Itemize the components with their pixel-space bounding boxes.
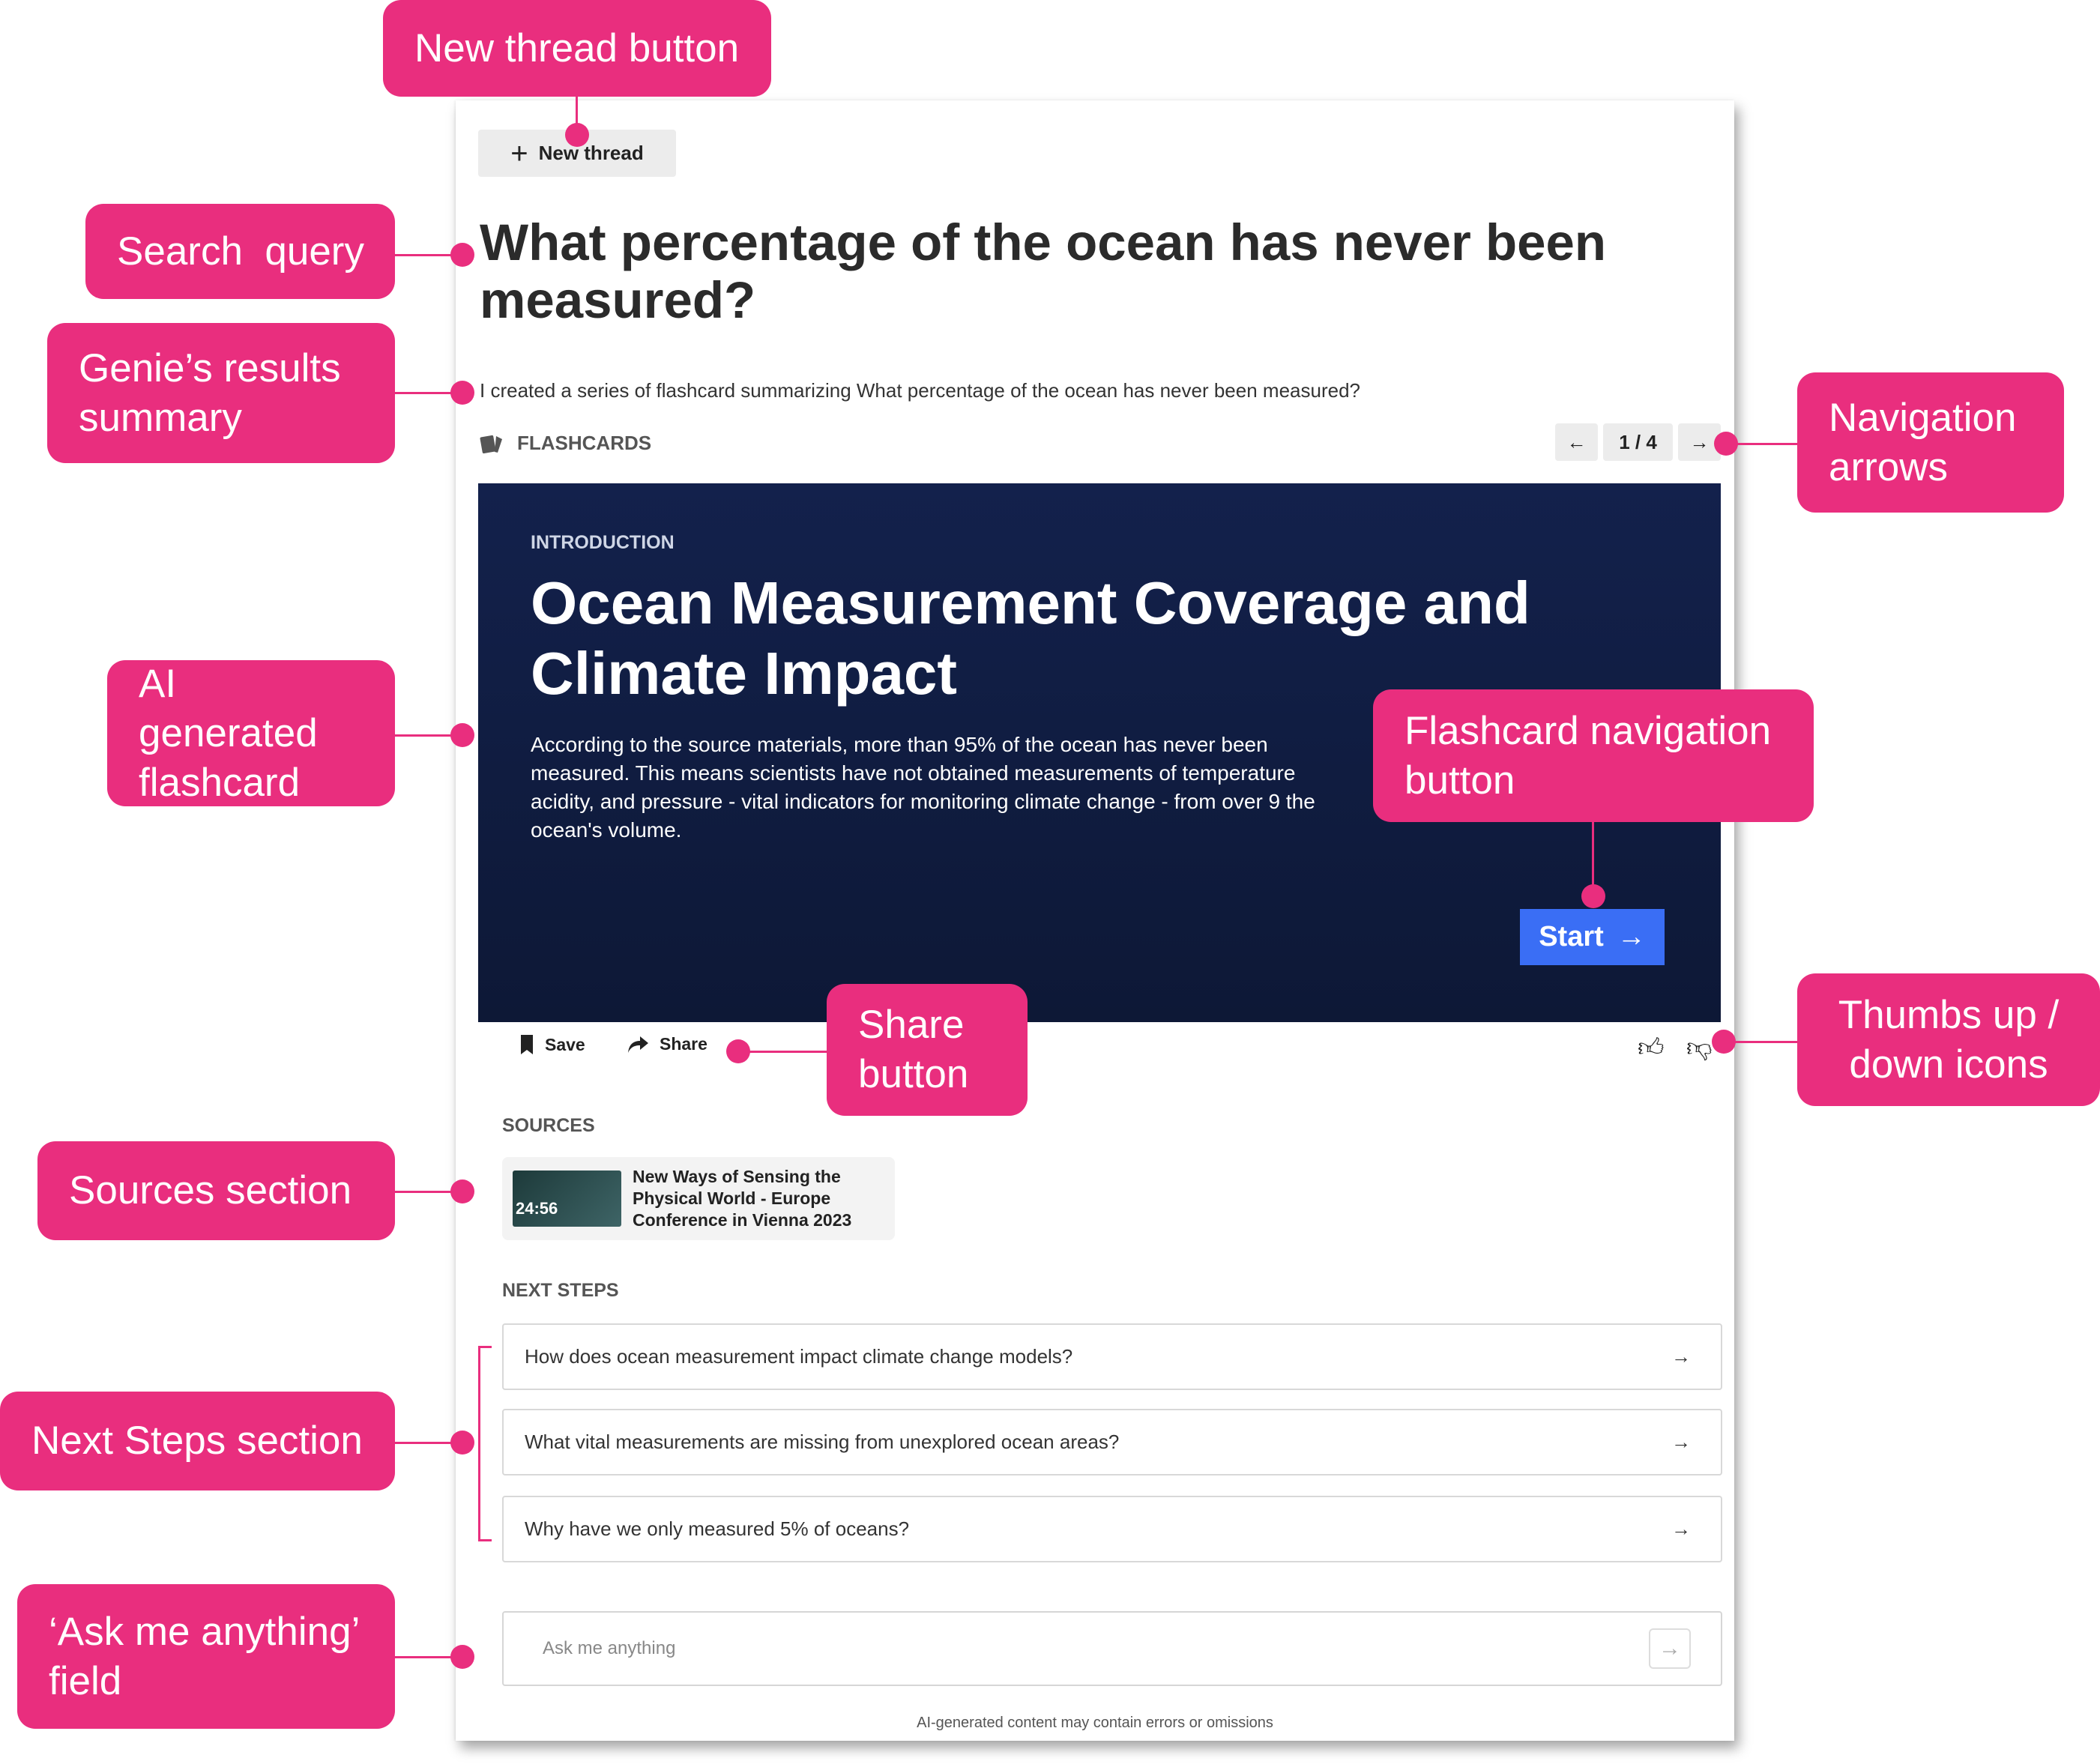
callout-flashcard-nav: Flashcard navigation button <box>1373 689 1814 822</box>
next-step-item[interactable]: How does ocean measurement impact climat… <box>502 1323 1722 1390</box>
arrow-right-icon: → <box>1671 1517 1691 1540</box>
callout-line <box>395 1191 462 1193</box>
next-step-item[interactable]: Why have we only measured 5% of oceans? → <box>502 1496 1722 1562</box>
arrow-right-icon: → <box>1671 1431 1691 1453</box>
share-button[interactable]: Share <box>627 1034 707 1054</box>
source-title: New Ways of Sensing the Physical World -… <box>633 1167 852 1230</box>
callout-new-thread: New thread button <box>383 0 771 97</box>
flashcard-title: Ocean Measurement Coverage and Climate I… <box>531 570 1530 707</box>
callout-line <box>395 254 462 256</box>
sources-heading: SOURCES <box>502 1115 595 1136</box>
callout-dot <box>565 123 589 147</box>
arrow-right-icon: → <box>1689 430 1710 453</box>
video-thumbnail: 24:56 <box>513 1171 621 1227</box>
callout-dot <box>450 1431 474 1455</box>
callout-navigation: Navigation arrows <box>1797 372 2064 513</box>
flashcards-header: FLASHCARDS <box>480 432 651 455</box>
callout-line <box>1724 1041 1797 1043</box>
callout-bracket <box>478 1346 492 1541</box>
callout-share: Share button <box>827 984 1028 1116</box>
callout-dot <box>450 1179 474 1203</box>
callout-dot <box>1581 884 1605 908</box>
arrow-right-icon: → <box>1671 1345 1691 1368</box>
callout-dot <box>1712 1030 1736 1054</box>
callout-line <box>1592 822 1594 897</box>
callout-line <box>738 1051 827 1053</box>
callout-search-query: Search query <box>85 204 395 299</box>
callout-sources: Sources section <box>37 1141 395 1240</box>
ask-placeholder: Ask me anything <box>543 1638 676 1658</box>
save-button[interactable]: Save <box>519 1034 585 1055</box>
next-step-text: What vital measurements are missing from… <box>525 1431 1120 1453</box>
send-button[interactable]: → <box>1649 1628 1691 1669</box>
next-step-text: How does ocean measurement impact climat… <box>525 1345 1073 1368</box>
flashcard-section: INTRODUCTION <box>531 532 675 553</box>
disclaimer: AI-generated content may contain errors … <box>917 1715 1273 1731</box>
page-indicator: 1 / 4 <box>1603 423 1673 461</box>
callout-line <box>576 97 578 134</box>
callout-dot <box>450 723 474 747</box>
share-label: Share <box>660 1034 707 1054</box>
flashcards-label: FLASHCARDS <box>517 432 652 454</box>
next-steps-heading: NEXT STEPS <box>502 1280 619 1301</box>
callout-dot <box>450 243 474 267</box>
save-label: Save <box>545 1034 585 1054</box>
callout-thumbs: Thumbs up / down icons <box>1797 973 2100 1106</box>
next-card-button[interactable]: → <box>1678 423 1721 461</box>
prev-card-button[interactable]: ← <box>1555 423 1598 461</box>
callout-ask: ‘Ask me anything’ field <box>17 1584 395 1729</box>
thumbs-up-icon[interactable]: 👍︎ <box>1638 1033 1665 1062</box>
flashcard-body: According to the source materials, more … <box>531 733 1315 842</box>
callout-line <box>395 734 462 737</box>
callout-dot <box>726 1039 750 1063</box>
results-summary: I created a series of flashcard summariz… <box>480 379 1360 402</box>
callout-line <box>395 1442 462 1444</box>
flashcards-icon <box>480 435 502 453</box>
source-card[interactable]: 24:56 New Ways of Sensing the Physical W… <box>502 1157 895 1240</box>
callout-flashcard: AI generated flashcard <box>107 660 395 806</box>
arrow-right-icon: → <box>1617 921 1646 952</box>
callout-line <box>1726 443 1797 445</box>
next-step-item[interactable]: What vital measurements are missing from… <box>502 1409 1722 1475</box>
callout-line <box>395 392 462 394</box>
new-thread-label: New thread <box>538 142 644 164</box>
thumbs-down-icon[interactable]: 👎︎ <box>1686 1033 1713 1062</box>
plus-icon: + <box>510 136 528 170</box>
callout-dot <box>1714 432 1738 456</box>
next-step-text: Why have we only measured 5% of oceans? <box>525 1517 910 1540</box>
bookmark-icon <box>521 1035 533 1054</box>
callout-next-steps: Next Steps section <box>0 1392 395 1490</box>
callout-dot <box>450 1645 474 1669</box>
share-icon <box>628 1036 648 1053</box>
search-query-title: What percentage of the ocean has never b… <box>480 214 1607 329</box>
video-duration: 24:56 <box>516 1199 558 1218</box>
ask-input[interactable]: Ask me anything → <box>502 1611 1722 1686</box>
callout-dot <box>450 381 474 405</box>
callout-line <box>395 1656 462 1658</box>
start-button[interactable]: Start → <box>1520 909 1665 965</box>
arrow-left-icon: ← <box>1566 430 1587 453</box>
start-label: Start <box>1539 921 1604 952</box>
callout-summary: Genie’s results summary <box>47 323 395 463</box>
